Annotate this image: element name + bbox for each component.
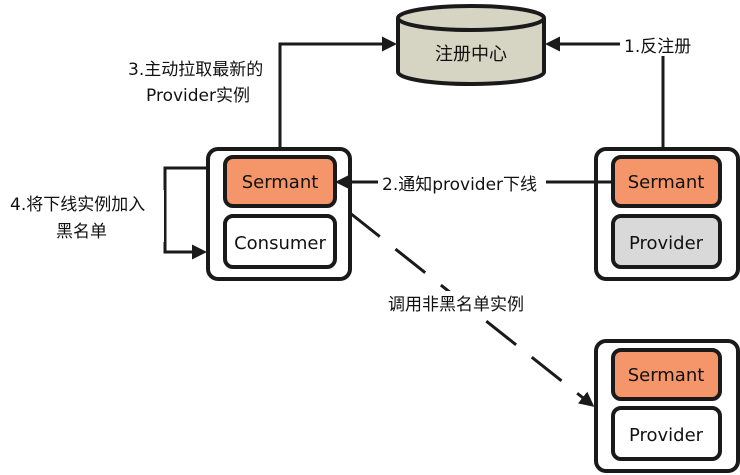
- step4-label-line1: 4.将下线实例加入: [10, 195, 145, 215]
- step3-label-line2: Provider实例: [146, 86, 250, 106]
- provider2-sermant-label: Sermant: [628, 365, 705, 386]
- consumer-node: Sermant Consumer: [206, 147, 352, 281]
- step2-label-bg: [378, 171, 546, 195]
- arrow-pull-instances: [278, 36, 397, 149]
- provider1-app-box: [611, 214, 722, 269]
- step4-label-bg: [8, 190, 164, 242]
- consumer-sermant-label: Sermant: [242, 172, 319, 193]
- provider2-app-box: [611, 406, 722, 461]
- provider2-sermant-box: [611, 348, 722, 401]
- registry-label: 注册中心: [435, 44, 507, 65]
- step1-label: 1.反注册: [624, 37, 691, 57]
- arrow-call-non-blacklisted: [349, 211, 595, 407]
- step3-label-line1: 3.主动拉取最新的: [128, 60, 263, 80]
- provider1-sermant-label: Sermant: [628, 172, 705, 193]
- provider-node-online: Sermant Provider: [594, 339, 740, 473]
- step4-label-line2: 黑名单: [56, 222, 107, 242]
- provider2-app-label: Provider: [629, 425, 704, 446]
- registry-cylinder: 注册中心: [396, 4, 546, 86]
- call-label: 调用非黑名单实例: [388, 295, 524, 315]
- step2-label: 2.通知provider下线: [382, 175, 537, 195]
- provider-node-offline: Sermant Provider: [594, 147, 740, 281]
- step1-label-bg: [620, 34, 698, 56]
- arrow-deregister: [545, 36, 665, 149]
- arrow-blacklist-loop: [163, 166, 208, 260]
- consumer-app-label: Consumer: [234, 233, 326, 254]
- call-label-bg: [386, 291, 536, 315]
- provider1-app-label: Provider: [629, 233, 704, 254]
- consumer-app-box: [223, 214, 337, 269]
